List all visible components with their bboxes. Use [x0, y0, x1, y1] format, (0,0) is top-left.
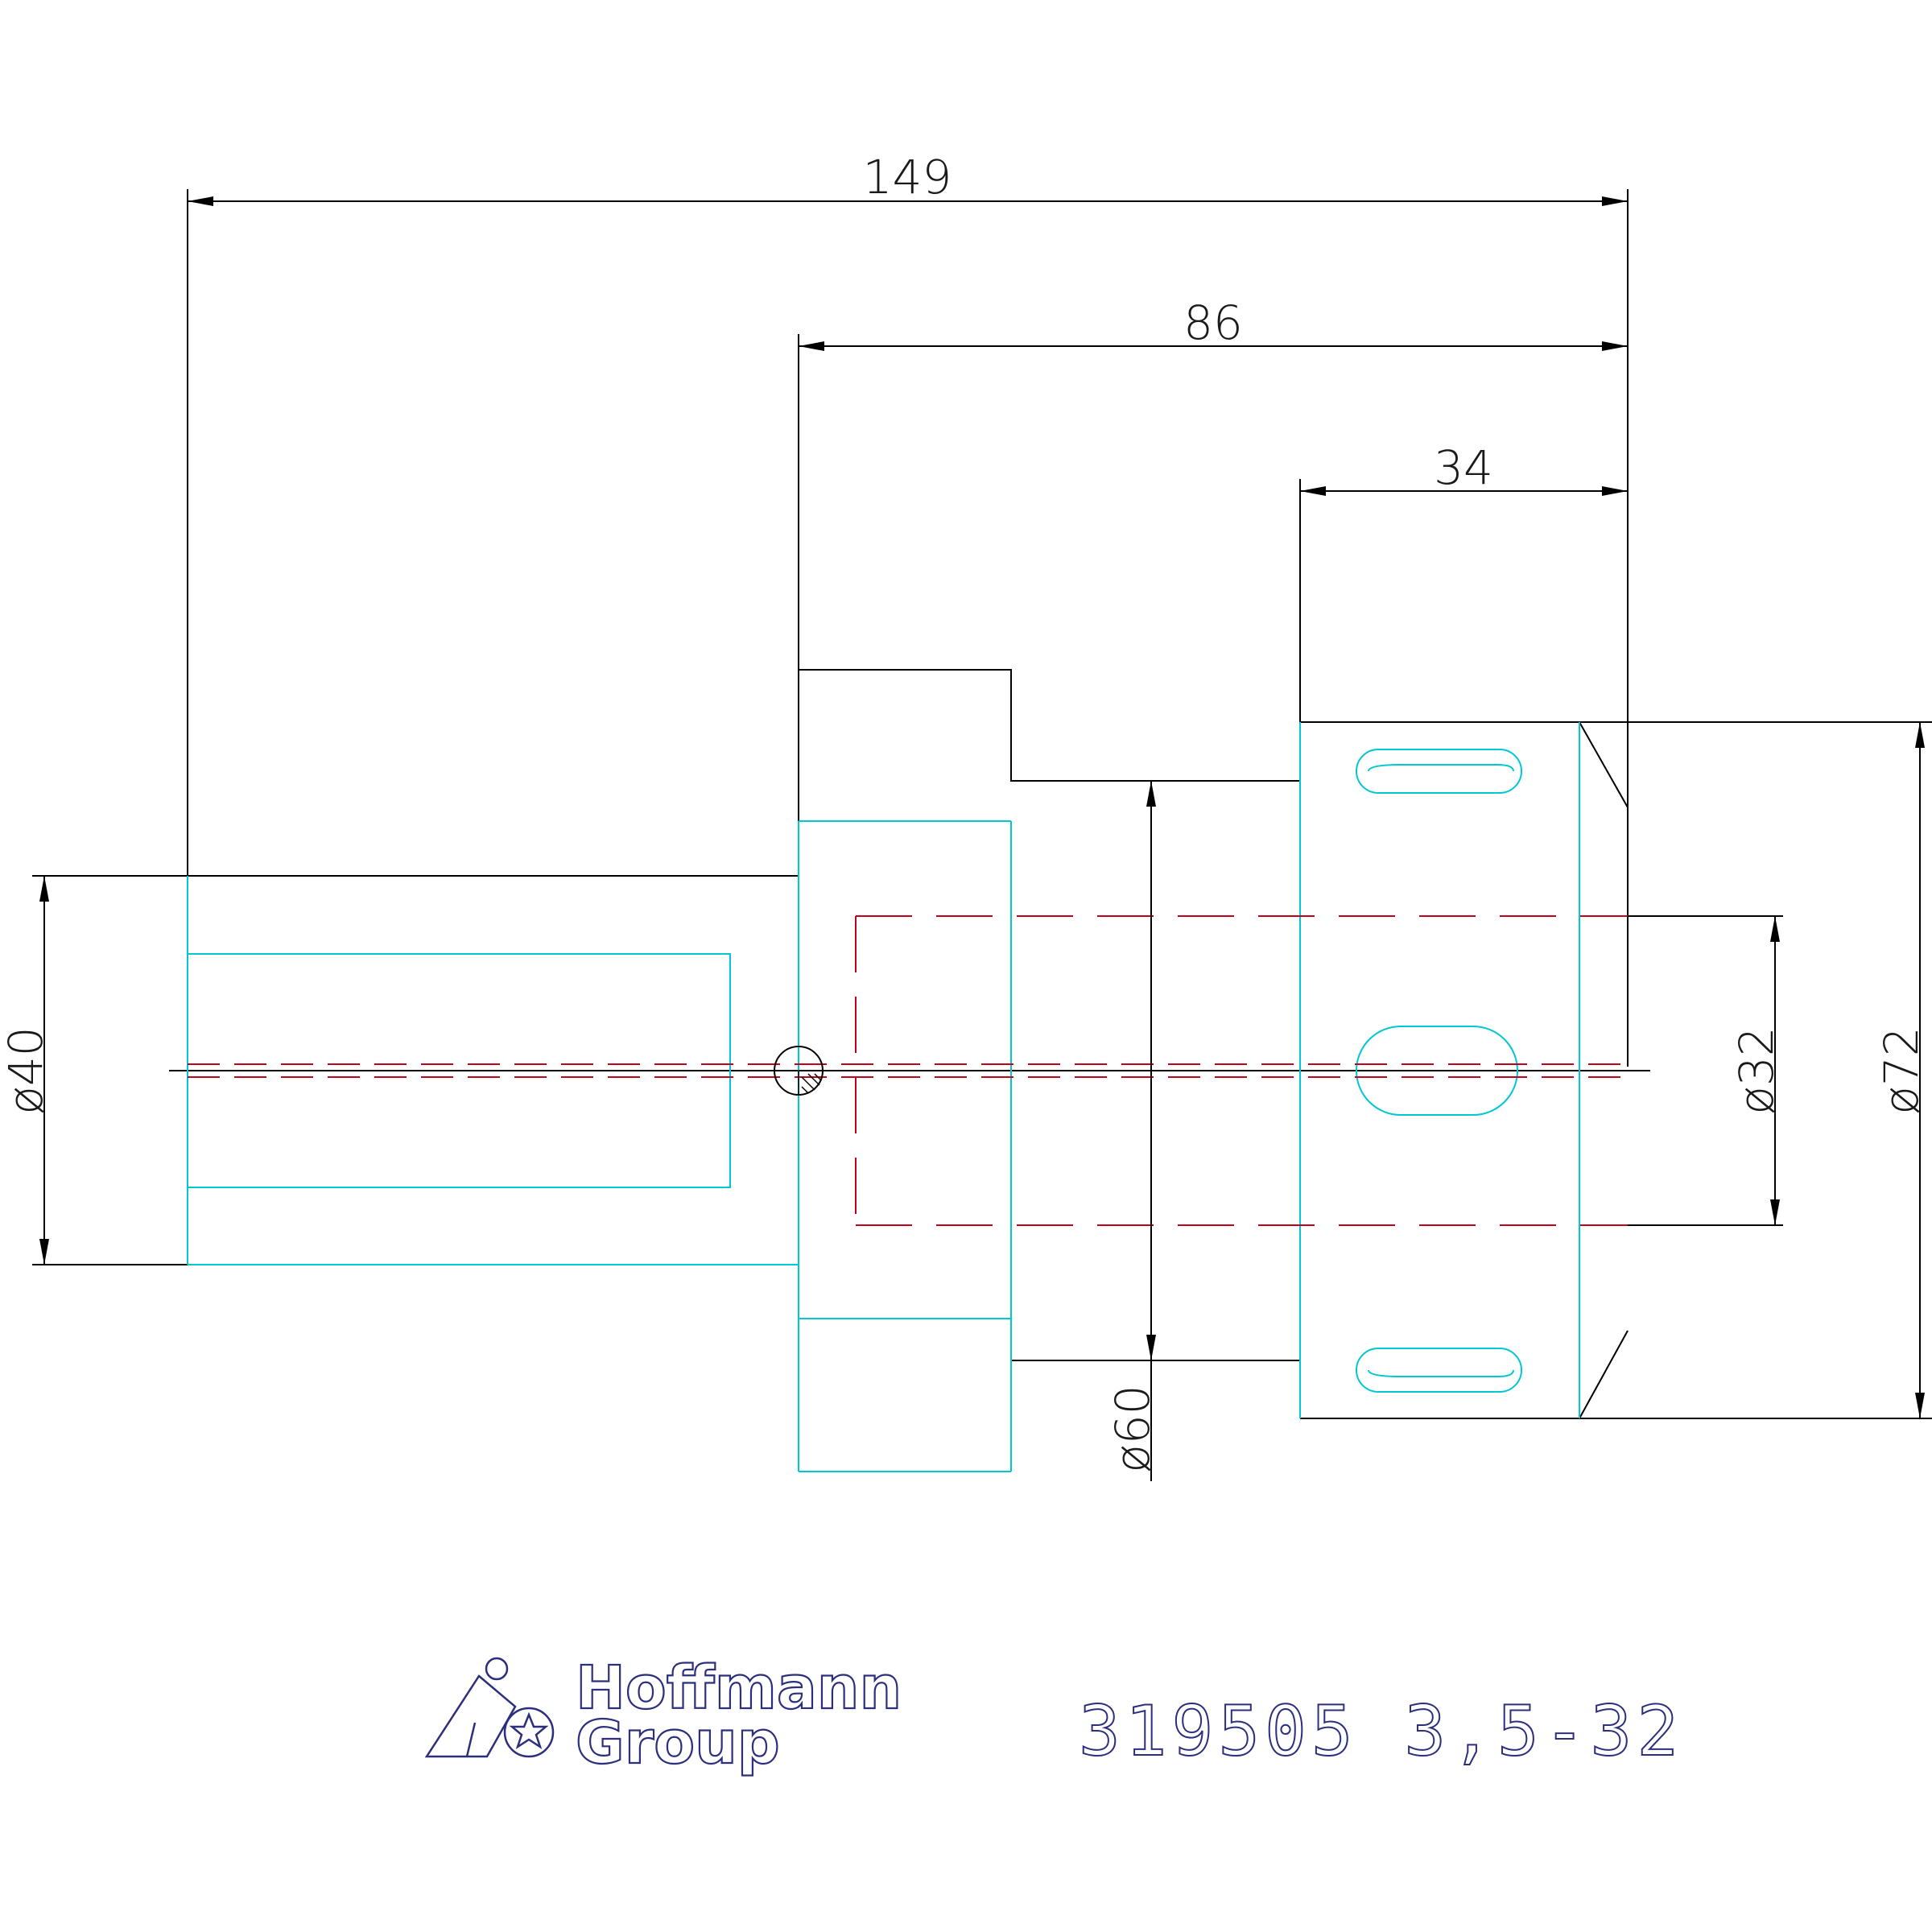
- dimension-label-149: 149: [863, 150, 952, 204]
- dimension-length-34: 34: [1299, 440, 1628, 722]
- visible-edges: [187, 722, 1580, 1472]
- dimension-label-86: 86: [1183, 295, 1243, 350]
- dimension-length-86: 86: [798, 295, 1628, 873]
- center-mark-icon: [774, 1046, 824, 1096]
- dimension-label-34: 34: [1434, 440, 1493, 495]
- part-number: 319505 3,5-32: [1079, 1691, 1683, 1772]
- dimension-dia-60: ø60: [1105, 781, 1160, 1481]
- hoffmann-group-logo: Hoffmann Group: [424, 1653, 902, 1778]
- dimension-dia-32: ø32: [1628, 915, 1784, 1226]
- slot-bottom: [1356, 1348, 1522, 1393]
- dimension-label-dia-60: ø60: [1105, 1385, 1160, 1472]
- dimension-dia-40: ø40: [0, 876, 53, 1265]
- hoffmann-group-logo-icon: [424, 1657, 555, 1758]
- dimension-label-dia-40: ø40: [0, 1026, 53, 1114]
- part-outline: [32, 669, 1932, 1419]
- dimension-dia-72: ø72: [1874, 722, 1929, 1418]
- slot-top: [1356, 749, 1522, 794]
- slot-middle: [1356, 1026, 1518, 1116]
- dimension-label-dia-72: ø72: [1874, 1026, 1929, 1114]
- dimension-overall-length: 149: [187, 150, 1629, 1067]
- hidden-lines: [188, 915, 1628, 1226]
- logo-text-line2: Group: [576, 1708, 780, 1777]
- logo-text-line1: Hoffmann: [576, 1653, 902, 1723]
- dimension-label-dia-32: ø32: [1729, 1026, 1784, 1114]
